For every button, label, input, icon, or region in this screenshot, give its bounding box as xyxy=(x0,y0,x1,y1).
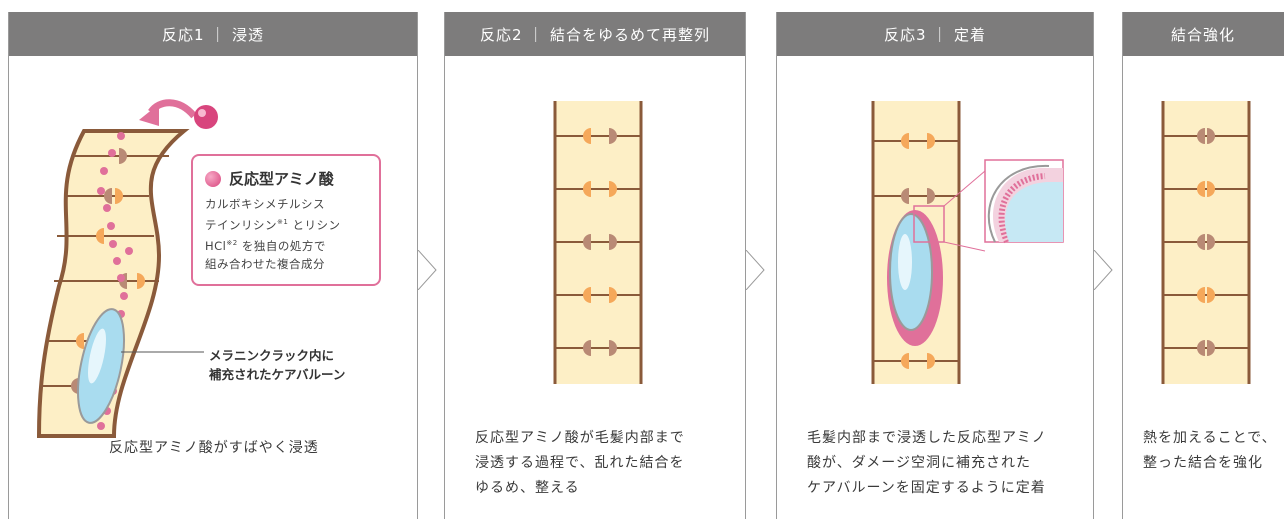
panel-header: 反応3 ｜ 定着 xyxy=(777,12,1093,56)
pink-dot-icon xyxy=(205,170,221,187)
panel-bond-strengthening: 結合強化 熱を加えることで、 整った結合を強化 xyxy=(1122,12,1284,519)
panel-header: 反応2 ｜ 結合をゆるめて再整列 xyxy=(445,12,745,56)
panel-reaction-3: 反応3 ｜ 定着 xyxy=(776,12,1094,519)
panel-caption: 毛髪内部まで浸透した反応型アミノ 酸が、ダメージ空洞に補充された ケアバルーンを… xyxy=(807,430,1047,496)
bond-strengthening-illustration xyxy=(1161,101,1251,384)
reaction-2-illustration xyxy=(553,101,643,384)
chevron-right-icon xyxy=(418,250,437,290)
panel-caption: 熱を加えることで、 整った結合を強化 xyxy=(1143,430,1277,471)
callout-reactive-amino-acid: 反応型アミノ酸 カルボキシメチルシス テインリシン※1 とリシン HCl※2 を… xyxy=(191,154,381,286)
callout-description: カルボキシメチルシス テインリシン※1 とリシン HCl※2 を独自の処方で 組… xyxy=(205,197,341,271)
panel-header: 反応1 ｜ 浸透 xyxy=(9,12,417,56)
panel-caption: 反応型アミノ酸がすばやく浸透 xyxy=(109,440,319,456)
bond-markers xyxy=(1197,128,1215,356)
bond-markers xyxy=(583,128,617,356)
chevron-right-icon xyxy=(746,250,765,290)
chevron-right-icon xyxy=(1094,250,1113,290)
callout-title: 反応型アミノ酸 xyxy=(229,170,334,188)
panel-caption: 反応型アミノ酸が毛髪内部まで 浸透する過程で、乱れた結合を ゆるめ、整える xyxy=(475,430,685,496)
panel-header: 結合強化 xyxy=(1123,12,1284,56)
bond-markers xyxy=(901,133,935,369)
hair-strand-wavy xyxy=(36,129,190,438)
reaction-3-illustration xyxy=(871,101,1064,384)
panel-reaction-2: 反応2 ｜ 結合をゆるめて再整列 反応型アミノ酸が毛髪内部まで 浸透する過程で、… xyxy=(444,12,746,519)
panel-reaction-1: 反応1 ｜ 浸透 xyxy=(8,12,418,519)
reaction-1-illustration xyxy=(36,99,218,438)
zoom-highlight-box xyxy=(913,205,945,243)
balloon-label: メラニンクラック内に 補充されたケアバルーン xyxy=(209,348,346,382)
bond-markers xyxy=(71,148,145,394)
